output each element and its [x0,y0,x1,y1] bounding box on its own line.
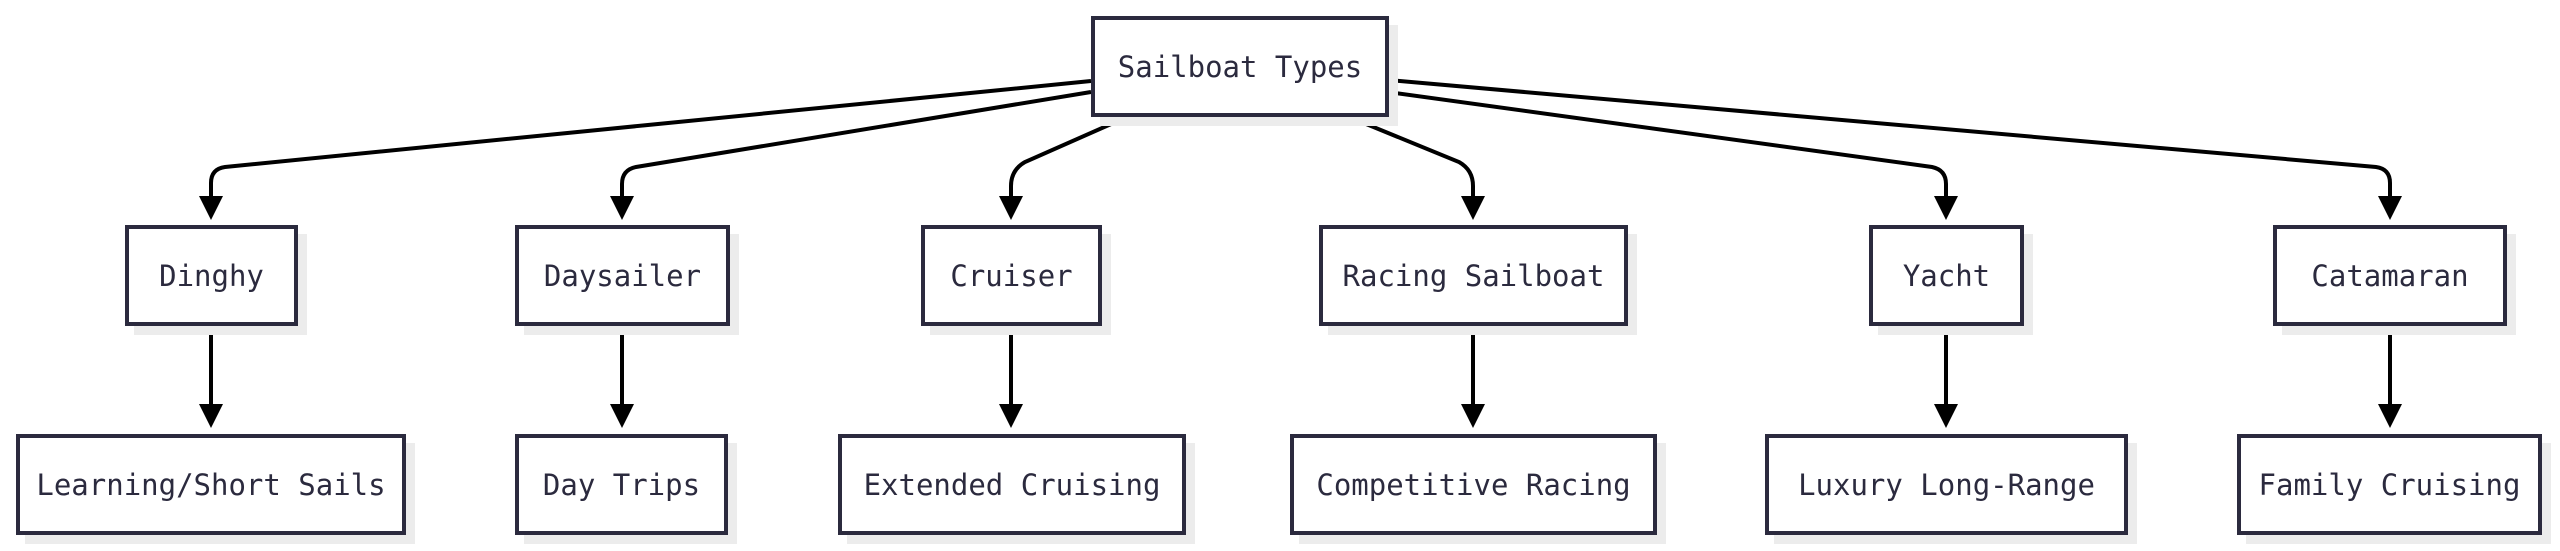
node-yacht: Yacht [1869,225,2024,326]
node-extended-cruising: Extended Cruising [838,434,1186,535]
node-cruiser: Cruiser [921,225,1102,326]
edge-root-yacht [1387,90,1958,220]
node-luxury-long-range: Luxury Long-Range [1765,434,2128,535]
edge-root-racing [1348,115,1485,220]
node-daysailer: Daysailer [515,225,730,326]
edge-root-cruiser [999,115,1128,220]
node-catamaran: Catamaran [2273,225,2507,326]
edge-root-daysailer [610,90,1092,220]
node-day-trips: Day Trips [515,434,728,535]
edge-root-dinghy [199,79,1092,220]
node-root: Sailboat Types [1091,16,1389,117]
edge-root-catamaran [1387,78,2402,220]
node-racing-sailboat: Racing Sailboat [1319,225,1628,326]
node-competitive-racing: Competitive Racing [1290,434,1657,535]
node-dinghy: Dinghy [125,225,298,326]
node-family-cruising: Family Cruising [2237,434,2542,535]
node-learning-short-sails: Learning/Short Sails [16,434,406,535]
